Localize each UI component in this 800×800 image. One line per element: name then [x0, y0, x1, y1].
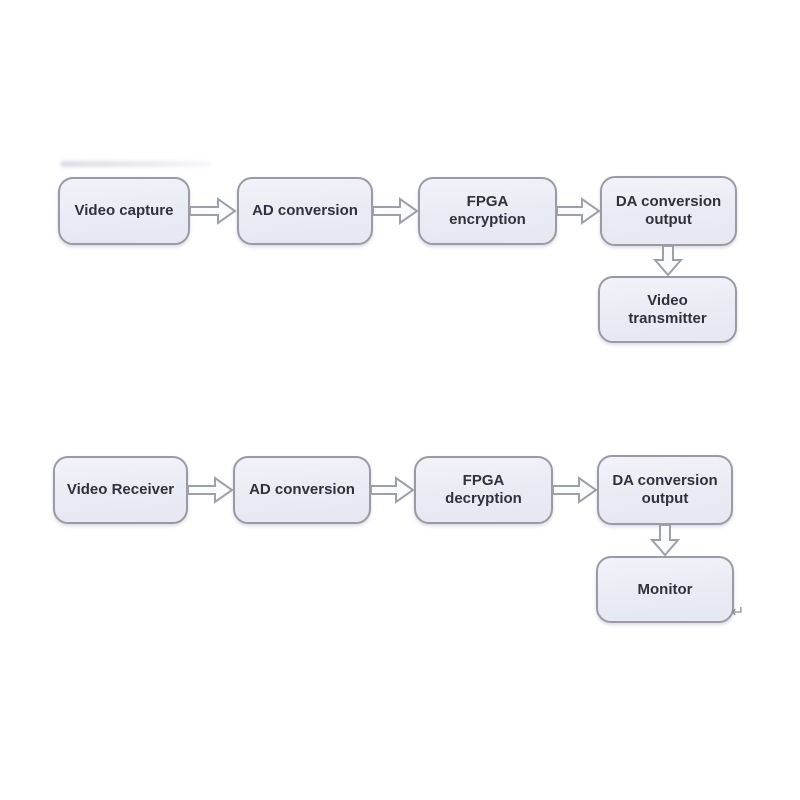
node-da-conversion-output-2: DA conversion output	[597, 455, 733, 525]
node-label: AD conversion	[249, 481, 355, 498]
node-label: Monitor	[637, 580, 693, 598]
node-fpga-decryption: FPGA decryption	[414, 456, 553, 524]
right-arrow-icon	[552, 475, 598, 505]
right-arrow-icon	[189, 196, 237, 226]
node-ad-conversion-1: AD conversion	[237, 177, 373, 245]
return-mark: ↵	[731, 604, 745, 621]
right-arrow-icon	[187, 475, 234, 505]
node-video-capture: Video capture	[58, 177, 190, 245]
down-arrow-icon	[649, 524, 681, 557]
node-da-conversion-output-1: DA conversion output	[600, 176, 737, 246]
node-label: Video transmitter	[628, 291, 707, 327]
right-arrow-icon	[372, 196, 419, 226]
node-video-receiver: Video Receiver	[53, 456, 188, 524]
node-monitor: Monitor	[596, 556, 734, 623]
scan-artifact-smudge	[60, 161, 212, 167]
node-label: DA conversion output	[615, 193, 722, 228]
down-arrow-icon	[652, 245, 684, 277]
node-label: Video capture	[74, 202, 174, 219]
right-arrow-icon	[370, 475, 415, 505]
node-ad-conversion-2: AD conversion	[233, 456, 371, 524]
right-arrow-icon	[556, 196, 601, 226]
node-label: AD conversion	[252, 202, 358, 219]
node-label: Video Receiver	[66, 481, 175, 498]
node-label: DA conversion output	[612, 472, 718, 507]
node-video-transmitter: Video transmitter	[598, 276, 737, 343]
node-label: FPGA decryption	[445, 472, 522, 507]
node-fpga-encryption: FPGA encryption	[418, 177, 557, 245]
node-label: FPGA encryption	[449, 193, 526, 228]
